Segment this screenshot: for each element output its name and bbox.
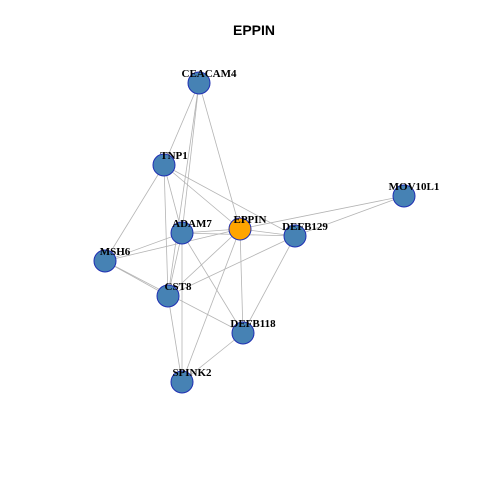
edge-adam7-defb118 [181,232,244,334]
edge-tnp1-eppin [163,164,241,230]
edge-ceacam4-cst8 [167,82,200,297]
node-label-msh6: MSH6 [100,246,131,258]
edge-defb129-defb118 [242,235,296,334]
node-label-adam7: ADAM7 [172,218,212,230]
edge-tnp1-defb129 [163,164,296,237]
edge-ceacam4-eppin [198,82,241,230]
edge-tnp1-cst8 [163,164,169,297]
node-eppin [228,217,252,241]
node-tnp1 [152,153,176,177]
node-msh6 [93,249,117,273]
node-label-tnp1: TNP1 [160,150,188,162]
edge-cst8-spink2 [167,295,183,383]
edge-eppin-msh6 [104,228,241,262]
edge-defb129-cst8 [167,235,296,297]
node-cst8 [156,284,180,308]
edge-ceacam4-tnp1 [163,82,200,166]
node-label-eppin: EPPIN [234,214,267,226]
node-ceacam4 [187,71,211,95]
node-label-ceacam4: CEACAM4 [182,68,237,80]
edge-eppin-mov10l1 [239,195,405,230]
node-defb129 [283,224,307,248]
node-mov10l1 [392,184,416,208]
edge-eppin-cst8 [167,228,241,297]
edge-tnp1-msh6 [104,164,165,262]
node-spink2 [170,370,194,394]
node-label-defb129: DEFB129 [282,221,328,233]
node-adam7 [170,221,194,245]
edge-eppin-defb118 [239,228,244,334]
node-layer [93,71,416,394]
edge-defb118-spink2 [181,332,244,383]
node-label-defb118: DEFB118 [230,318,276,330]
node-label-spink2: SPINK2 [172,367,212,379]
edge-eppin-spink2 [181,228,241,383]
node-label-mov10l1: MOV10L1 [389,181,440,193]
edge-ceacam4-adam7 [181,82,200,234]
node-defb118 [231,321,255,345]
edge-tnp1-adam7 [163,164,183,234]
edge-defb129-mov10l1 [294,195,405,237]
node-label-cst8: CST8 [165,281,192,293]
diagram-title: EPPIN [233,22,275,38]
edge-adam7-msh6 [104,232,183,262]
